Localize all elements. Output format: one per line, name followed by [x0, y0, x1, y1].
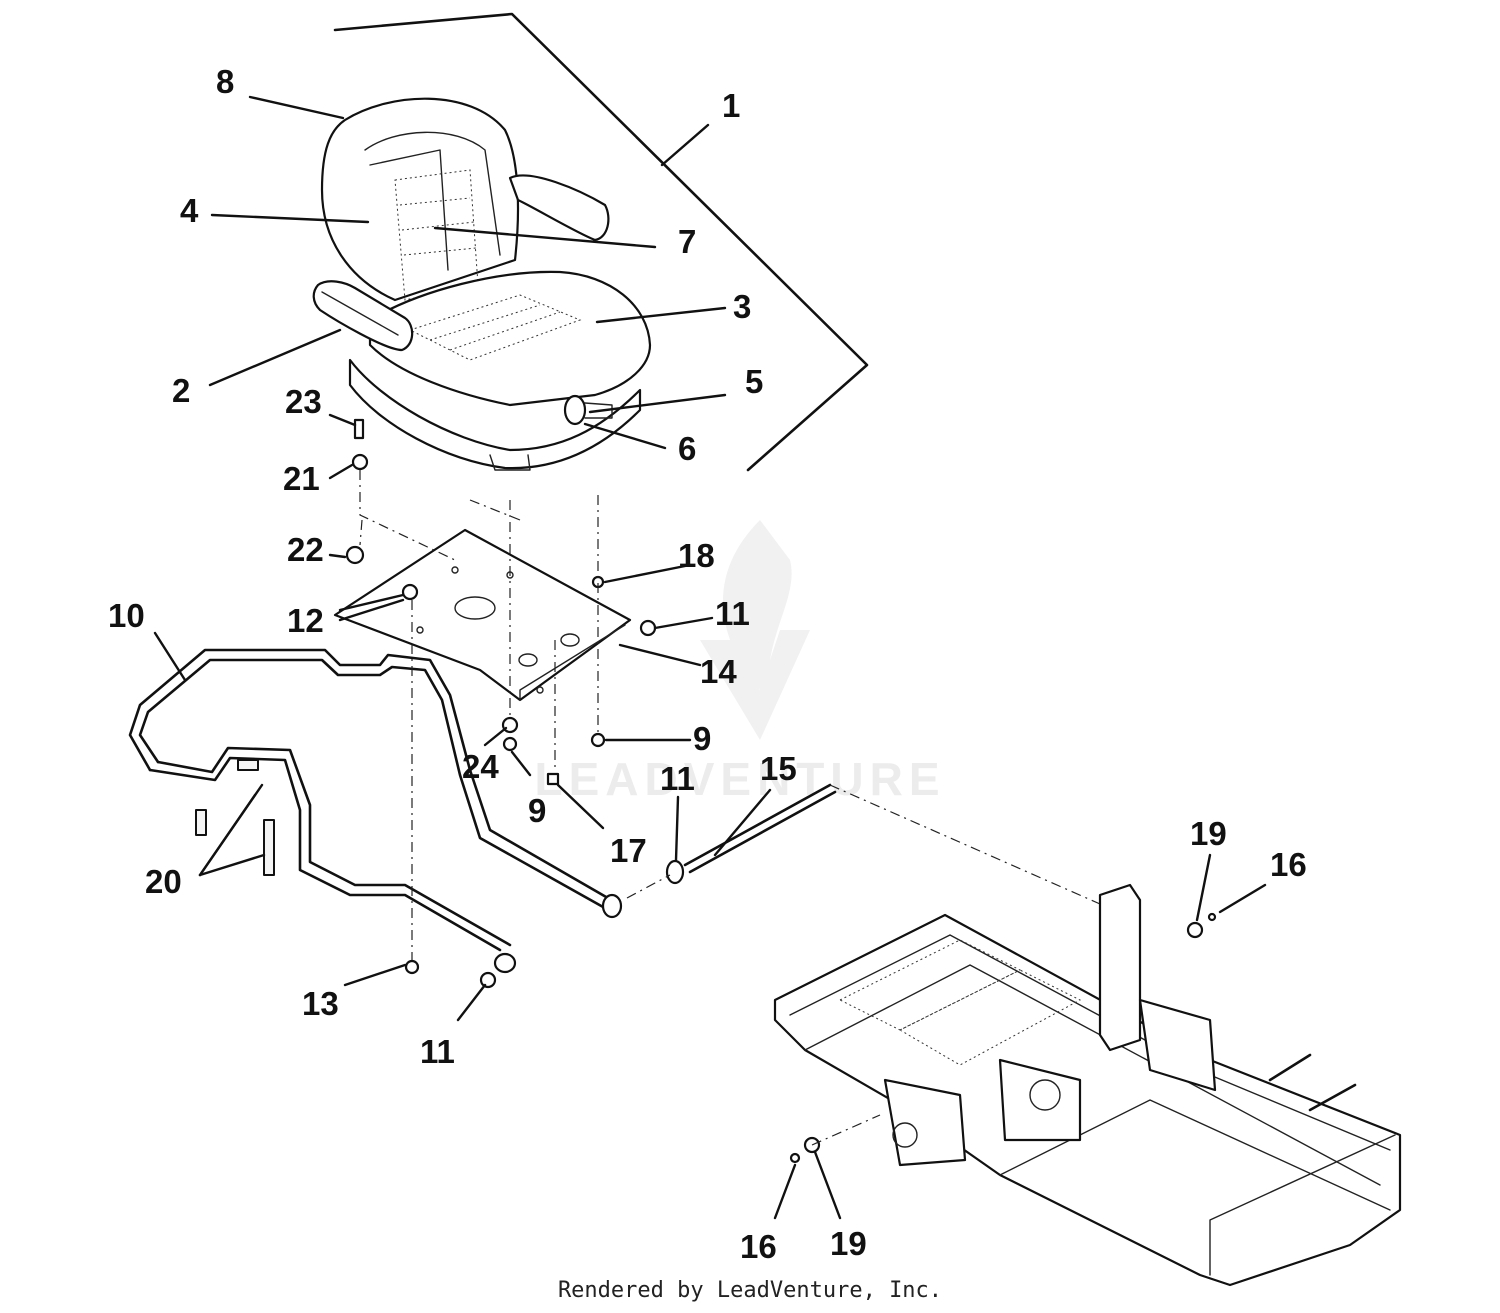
callout-8: 8: [216, 63, 234, 100]
chassis: [773, 883, 1402, 1287]
watermark: LEADVENTURE: [534, 520, 945, 805]
callout-7: 7: [678, 223, 696, 260]
callout-17: 17: [610, 832, 647, 869]
callout-24: 24: [462, 748, 499, 785]
callout-14: 14: [700, 653, 737, 690]
callout-19-right: 19: [1190, 815, 1227, 852]
callout-1: 1: [722, 87, 740, 124]
callout-12: 12: [287, 602, 324, 639]
callout-20: 20: [145, 863, 182, 900]
callout-19-bottom: 19: [830, 1225, 867, 1262]
callout-10: 10: [108, 597, 145, 634]
credit-footer: Rendered by LeadVenture, Inc.: [557, 1278, 943, 1303]
assembly-bracket: [333, 12, 869, 472]
callout-2: 2: [172, 372, 190, 409]
hardware: [345, 418, 1217, 1164]
seat-plate: [333, 528, 632, 702]
callout-6: 6: [678, 430, 696, 467]
callout-13: 13: [302, 985, 339, 1022]
callout-16-bottom: 16: [740, 1228, 777, 1265]
seat: [312, 97, 652, 471]
callout-11-rod: 11: [660, 760, 695, 797]
frame-tube: [128, 648, 623, 974]
assembly-lines: [359, 470, 1126, 1146]
callout-11-plate: 11: [715, 595, 750, 632]
callout-18: 18: [678, 537, 715, 574]
callout-23: 23: [285, 383, 322, 420]
callout-15: 15: [760, 750, 797, 787]
callout-21: 21: [283, 460, 320, 497]
callout-4: 4: [180, 192, 199, 229]
callout-3: 3: [733, 288, 751, 325]
callout-9-plate: 9: [693, 720, 711, 757]
callout-11-tube: 11: [420, 1033, 455, 1070]
callout-22: 22: [287, 531, 324, 568]
callout-9-bottom: 9: [528, 792, 546, 829]
callout-16-right: 16: [1270, 846, 1307, 883]
rod: [665, 783, 837, 885]
callout-5: 5: [745, 363, 763, 400]
callouts: 1 2 3 4 5 6 7 8 9 9 10 11 11 11 12 13 14…: [108, 63, 1307, 1265]
watermark-text: LEADVENTURE: [534, 753, 945, 805]
leaders: [153, 95, 1267, 1220]
